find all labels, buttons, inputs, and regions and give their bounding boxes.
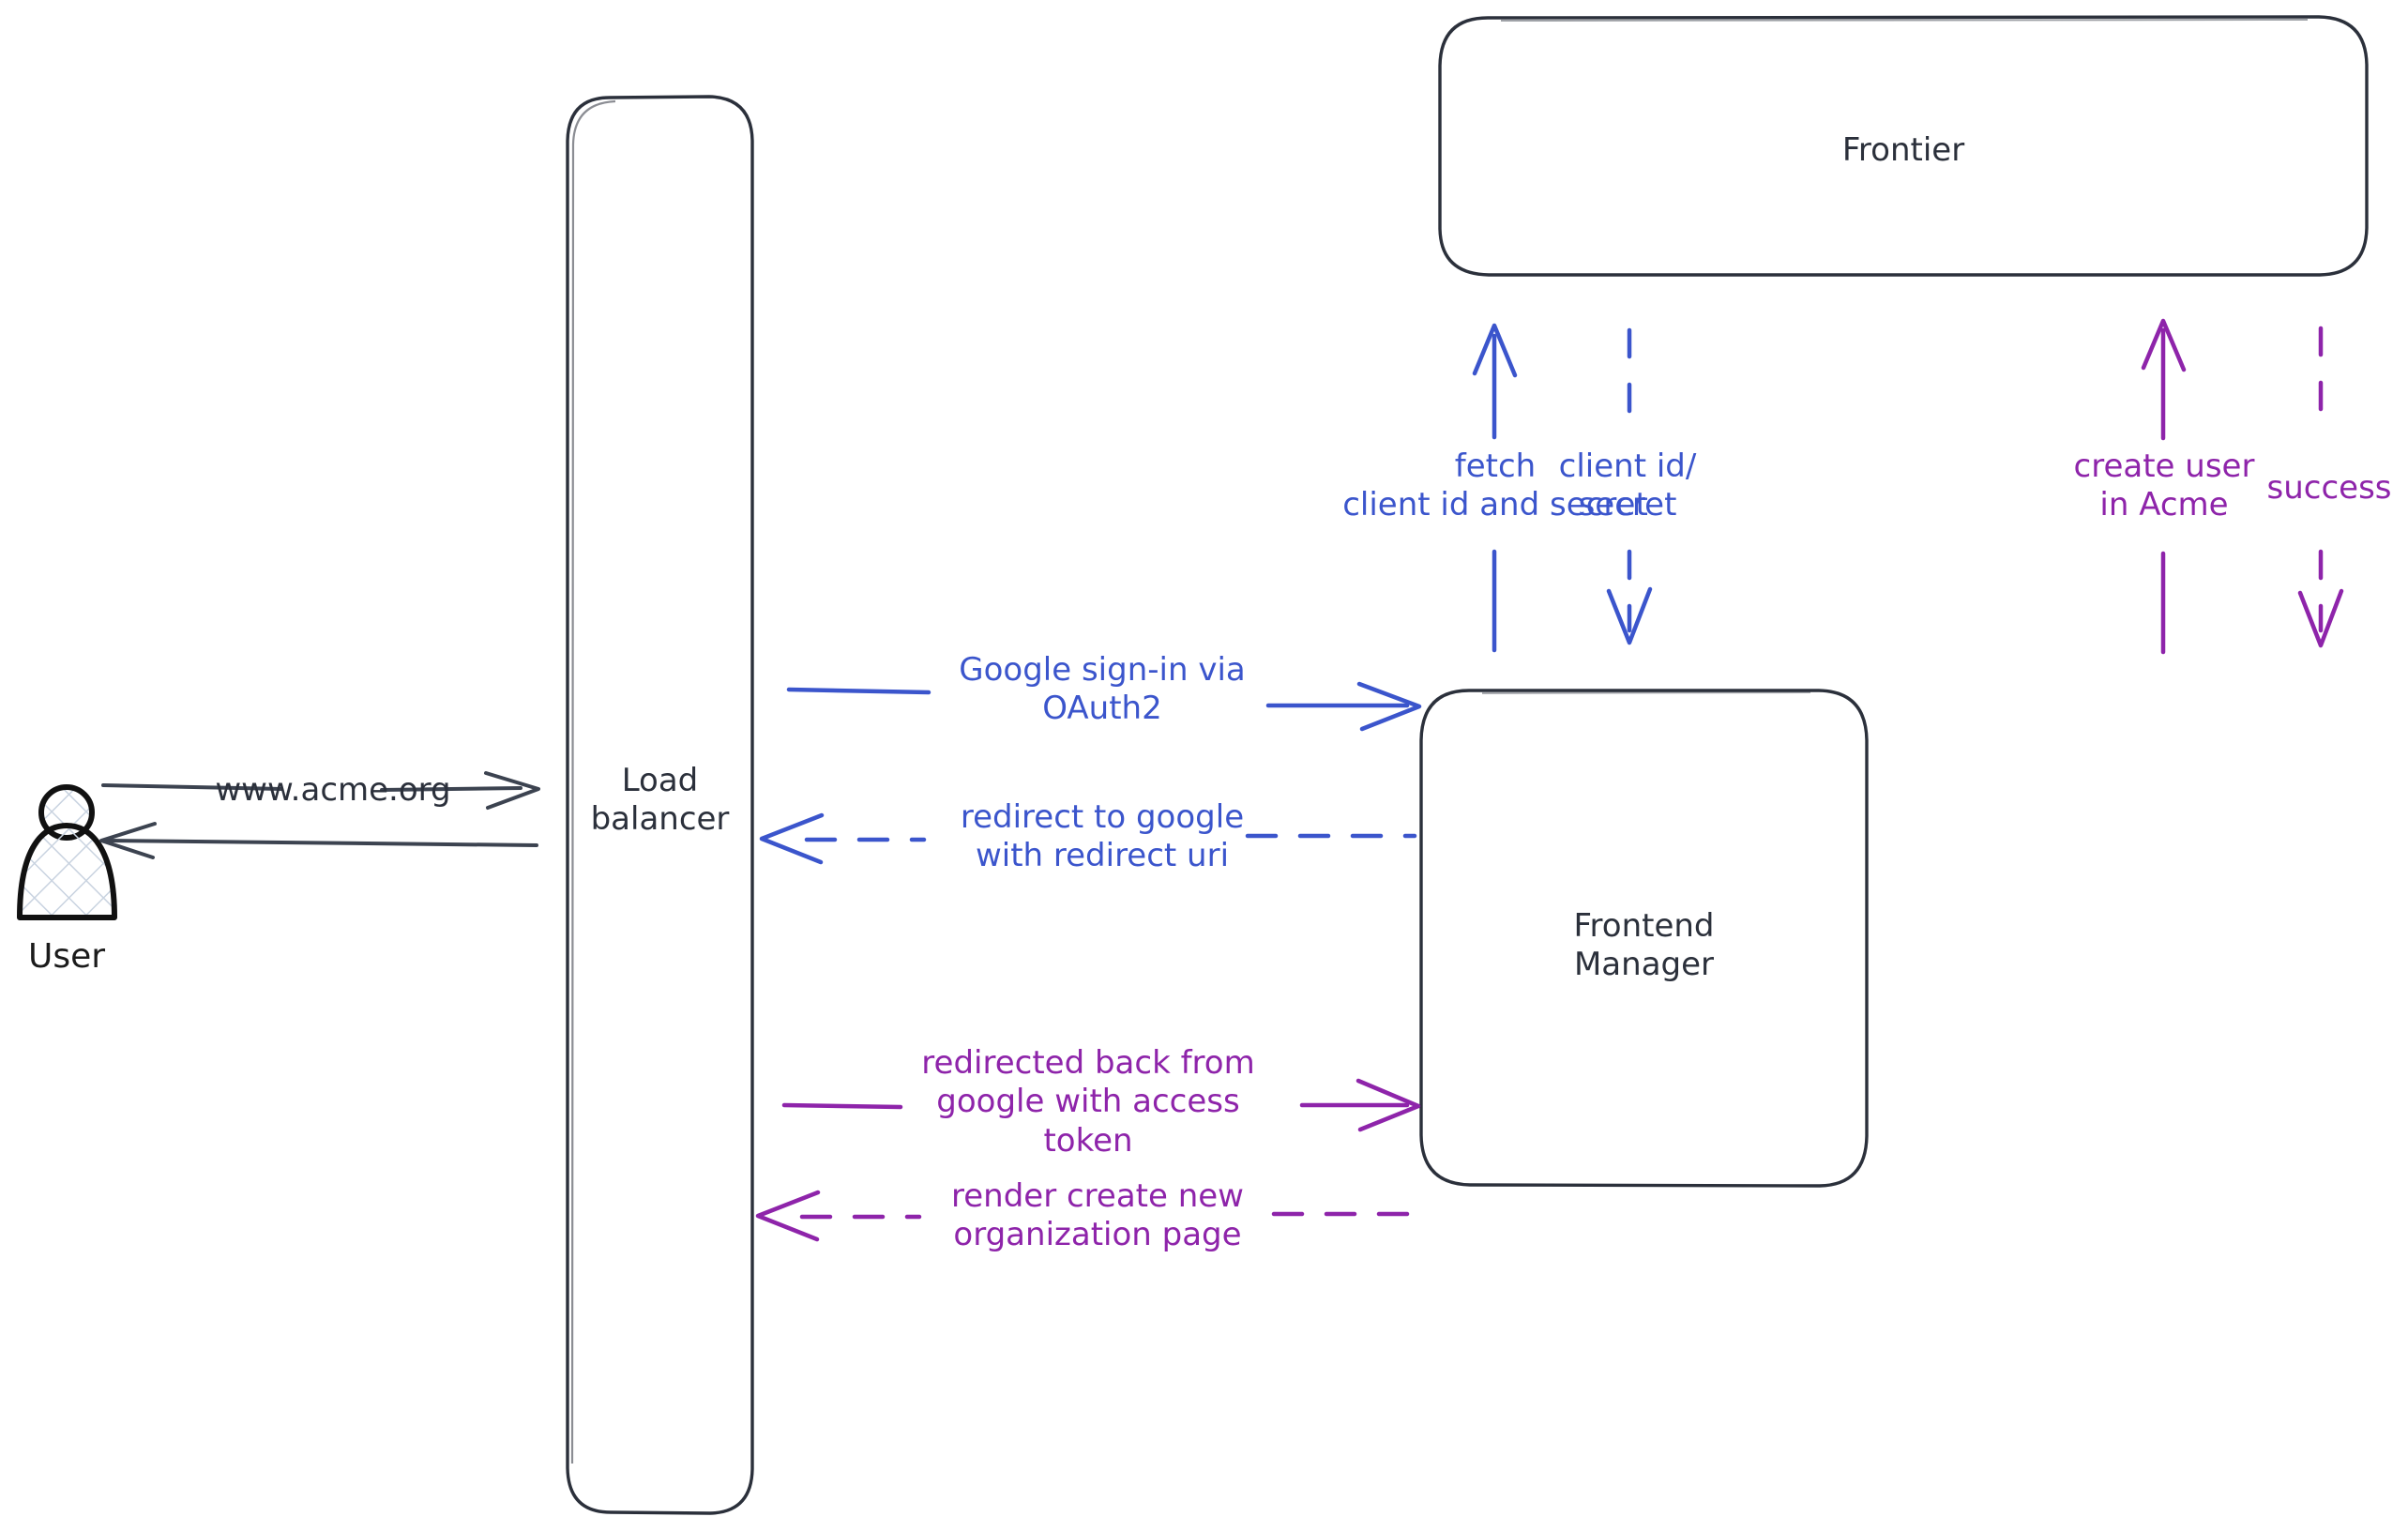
edge-frontier-to-fm-success[interactable]	[2297, 326, 2344, 648]
edge-lb-to-fm-signin[interactable]	[786, 681, 1422, 732]
edge-lb-to-user[interactable]	[99, 822, 538, 859]
node-frontend-manager[interactable]	[1419, 689, 1869, 1188]
edge-fm-to-lb-render[interactable]	[755, 1190, 1410, 1242]
edge-fm-to-lb-redirect[interactable]	[759, 812, 1417, 865]
node-frontier[interactable]	[1438, 15, 2369, 277]
edge-fm-to-frontier-fetch[interactable]	[1472, 323, 1518, 653]
edge-fm-to-frontier-create-user[interactable]	[2141, 318, 2187, 655]
edge-user-to-lb[interactable]	[101, 771, 540, 810]
node-load-balancer[interactable]	[566, 95, 754, 1515]
edge-frontier-to-fm-secret[interactable]	[1606, 327, 1653, 645]
actor-user[interactable]	[17, 784, 117, 920]
edge-lb-to-fm-token[interactable]	[781, 1078, 1421, 1132]
